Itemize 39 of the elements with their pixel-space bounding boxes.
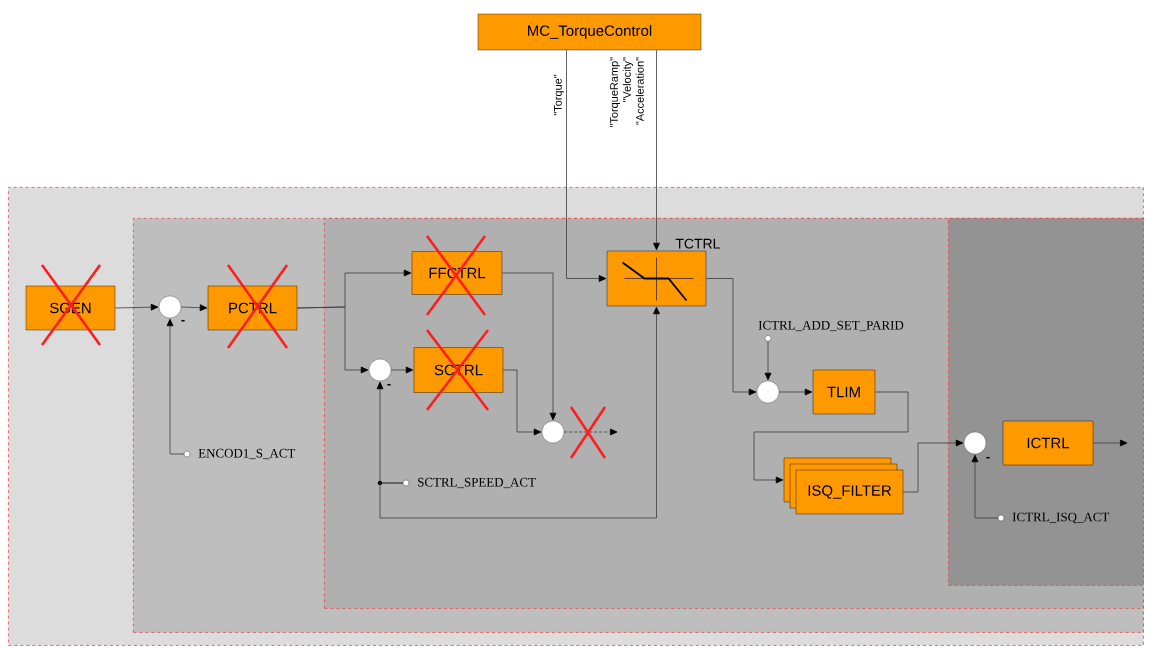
arrow — [778, 388, 813, 396]
summing-junction — [963, 431, 987, 455]
signal-name: ICTRL_ADD_SET_PARID — [758, 320, 904, 332]
arrow — [296, 306, 369, 374]
summing-junction — [756, 380, 780, 404]
summing-junction — [368, 358, 392, 382]
block-box: ICTRL — [1002, 420, 1094, 466]
arrow — [114, 303, 159, 311]
block-box: MC_TorqueControl — [477, 13, 702, 51]
arrow — [502, 369, 542, 436]
signal-name: SCTRL_SPEED_ACT — [418, 477, 536, 489]
arrow — [653, 49, 660, 251]
arrow — [166, 318, 185, 455]
minus-sign: - — [986, 456, 990, 459]
minus-sign: - — [181, 319, 185, 322]
arrow — [180, 304, 208, 312]
arrow — [705, 278, 757, 396]
arrow — [971, 454, 999, 519]
summing-junction — [541, 420, 565, 444]
signal-name: ENCOD1_S_ACT — [198, 448, 296, 460]
arrow — [501, 272, 557, 421]
arrow — [902, 439, 964, 493]
arrow — [1092, 439, 1128, 447]
node-label: TCTRL — [675, 238, 720, 249]
limiter-block: TCTRL — [606, 238, 720, 307]
stacked-block: ISQ_FILTER — [783, 457, 904, 515]
arrow — [379, 306, 660, 519]
summing-junction — [158, 295, 182, 319]
arrow — [764, 340, 772, 381]
arrow — [563, 428, 618, 436]
edge-label: "Torque" — [554, 74, 564, 116]
arrow — [753, 391, 909, 484]
edge-label: "TorqueRamp" "Velocity" "Acceleration" — [610, 57, 644, 128]
signal-name: ICTRL_ISQ_ACT — [1012, 512, 1110, 524]
arrow — [390, 366, 414, 374]
dashed-region — [948, 218, 1144, 586]
block-box: TLIM — [812, 369, 876, 415]
arrow — [566, 49, 607, 282]
minus-sign: - — [387, 383, 391, 386]
